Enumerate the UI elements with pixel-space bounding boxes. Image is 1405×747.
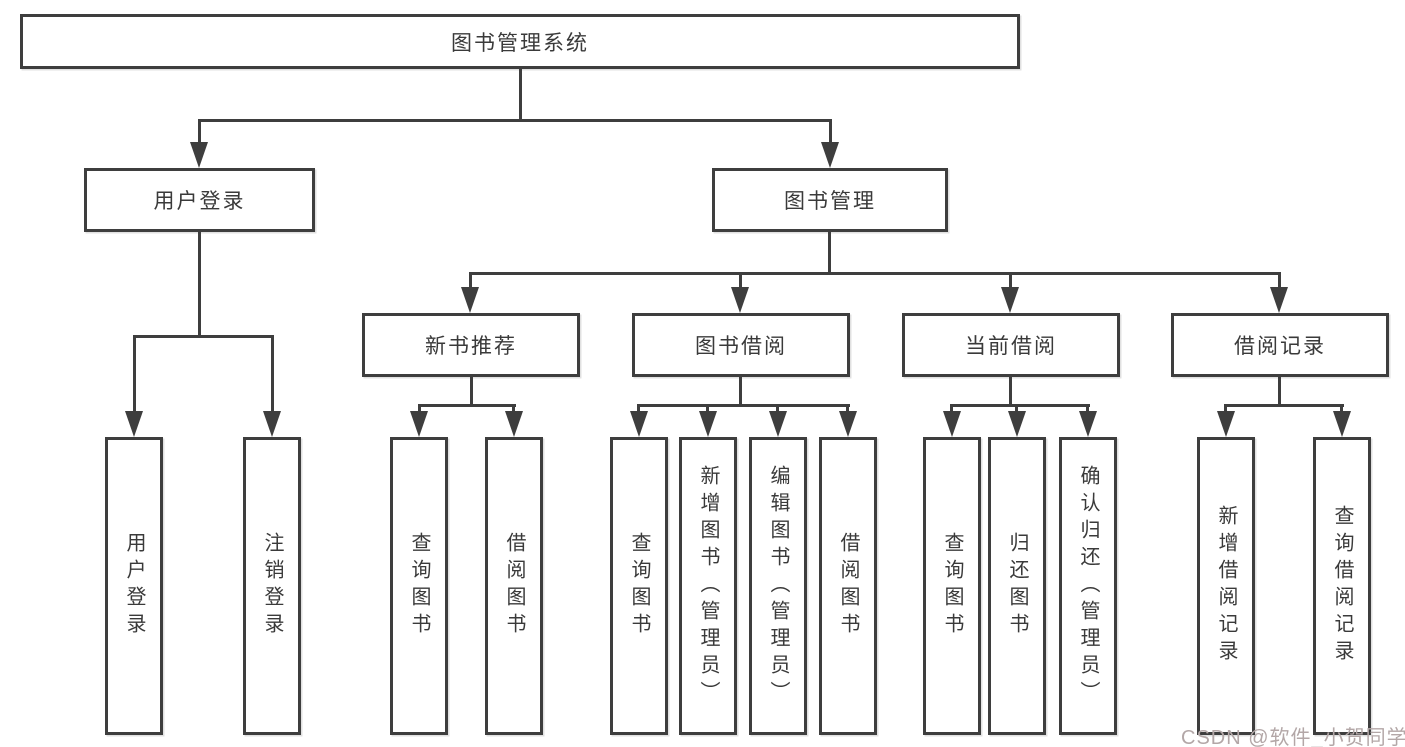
connector-stub [846, 404, 849, 414]
node-label: 图书管理系统 [451, 31, 589, 55]
arrowhead-down [125, 411, 143, 437]
connector-stub [637, 404, 640, 414]
connector-vline [519, 69, 522, 121]
connector-vline [198, 232, 201, 338]
node-label: 注销登录 [261, 532, 283, 640]
connector-vline [828, 232, 831, 274]
node-label: 用户登录 [153, 190, 246, 213]
node-library-management-system: 图书管理系统 [20, 14, 1020, 69]
connector-vline [739, 377, 742, 406]
arrowhead-down [1270, 287, 1288, 313]
arrowhead-down [630, 411, 648, 437]
node-leaf-query-book-borrow: 查询图书 [610, 437, 668, 735]
node-label: 查询图书 [628, 532, 650, 640]
arrowhead-down [1217, 411, 1235, 437]
node-label: 新增借阅记录 [1215, 505, 1237, 667]
connector-vline [470, 377, 473, 406]
arrowhead-down [505, 411, 523, 437]
node-leaf-confirm-return-admin: 确认归还（管理员） [1059, 437, 1117, 735]
connector-stub [512, 404, 515, 414]
connector-stub [1086, 404, 1089, 414]
arrowhead-down [263, 411, 281, 437]
node-label: 新书推荐 [425, 335, 517, 358]
arrowhead-down [731, 287, 749, 313]
node-label: 用户登录 [123, 532, 145, 640]
connector-stub [469, 272, 472, 290]
connector-stub [950, 404, 953, 414]
node-leaf-logout: 注销登录 [243, 437, 301, 735]
arrowhead-down [699, 411, 717, 437]
connector-stub [776, 404, 779, 414]
node-leaf-edit-book-admin: 编辑图书（管理员） [749, 437, 807, 735]
connector-stub [198, 119, 201, 146]
connector-stub [1340, 404, 1343, 414]
connector-stub [706, 404, 709, 414]
node-label: 当前借阅 [965, 335, 1057, 358]
node-label: 图书借阅 [695, 335, 787, 358]
node-book-borrow: 图书借阅 [632, 313, 850, 377]
node-label: 查询借阅记录 [1331, 505, 1353, 667]
node-user-login: 用户登录 [84, 168, 315, 232]
csdn-watermark: CSDN @软件_小贺同学 [1181, 727, 1405, 747]
arrowhead-down [410, 411, 428, 437]
connector-stub [271, 335, 274, 415]
connector-hline [133, 335, 274, 338]
connector-stub [1224, 404, 1227, 414]
connector-stub [739, 272, 742, 290]
node-label: 查询图书 [941, 532, 963, 640]
arrowhead-down [821, 142, 839, 168]
arrowhead-down [839, 411, 857, 437]
node-label: 查询图书 [408, 532, 430, 640]
connector-hline [1224, 404, 1344, 407]
arrowhead-down [1333, 411, 1351, 437]
connector-vline [1278, 377, 1281, 406]
connector-stub [1015, 404, 1018, 414]
node-label: 编辑图书（管理员） [767, 464, 789, 708]
node-leaf-add-borrow-record: 新增借阅记录 [1197, 437, 1255, 735]
node-leaf-borrow-book-recommend: 借阅图书 [485, 437, 543, 735]
arrowhead-down [769, 411, 787, 437]
node-label: 借阅图书 [837, 532, 859, 640]
connector-hline [469, 272, 1281, 275]
connector-stub [418, 404, 421, 414]
node-label: 图书管理 [784, 190, 876, 213]
connector-stub [133, 335, 136, 415]
arrowhead-down [1001, 287, 1019, 313]
node-leaf-query-borrow-record: 查询借阅记录 [1313, 437, 1371, 735]
node-label: 新增图书（管理员） [697, 464, 719, 708]
node-label: 借阅记录 [1234, 335, 1326, 358]
node-new-book-recommend: 新书推荐 [362, 313, 580, 377]
node-leaf-add-book-admin: 新增图书（管理员） [679, 437, 737, 735]
connector-hline [950, 404, 1090, 407]
connector-vline [1009, 377, 1012, 406]
node-label: 归还图书 [1006, 532, 1028, 640]
node-leaf-return-book: 归还图书 [988, 437, 1046, 735]
node-current-borrow: 当前借阅 [902, 313, 1120, 377]
node-label: 确认归还（管理员） [1077, 464, 1099, 708]
connector-hline [198, 119, 832, 122]
arrowhead-down [1079, 411, 1097, 437]
arrowhead-down [943, 411, 961, 437]
connector-stub [829, 119, 832, 146]
arrowhead-down [461, 287, 479, 313]
node-borrow-records: 借阅记录 [1171, 313, 1389, 377]
node-leaf-borrow-book: 借阅图书 [819, 437, 877, 735]
node-label: 借阅图书 [503, 532, 525, 640]
node-leaf-query-book-current: 查询图书 [923, 437, 981, 735]
node-leaf-user-login: 用户登录 [105, 437, 163, 735]
connector-hline [418, 404, 516, 407]
connector-hline [637, 404, 850, 407]
connector-stub [1278, 272, 1281, 290]
node-book-management: 图书管理 [712, 168, 948, 232]
arrowhead-down [190, 142, 208, 168]
node-leaf-query-book-recommend: 查询图书 [390, 437, 448, 735]
connector-stub [1009, 272, 1012, 290]
arrowhead-down [1008, 411, 1026, 437]
